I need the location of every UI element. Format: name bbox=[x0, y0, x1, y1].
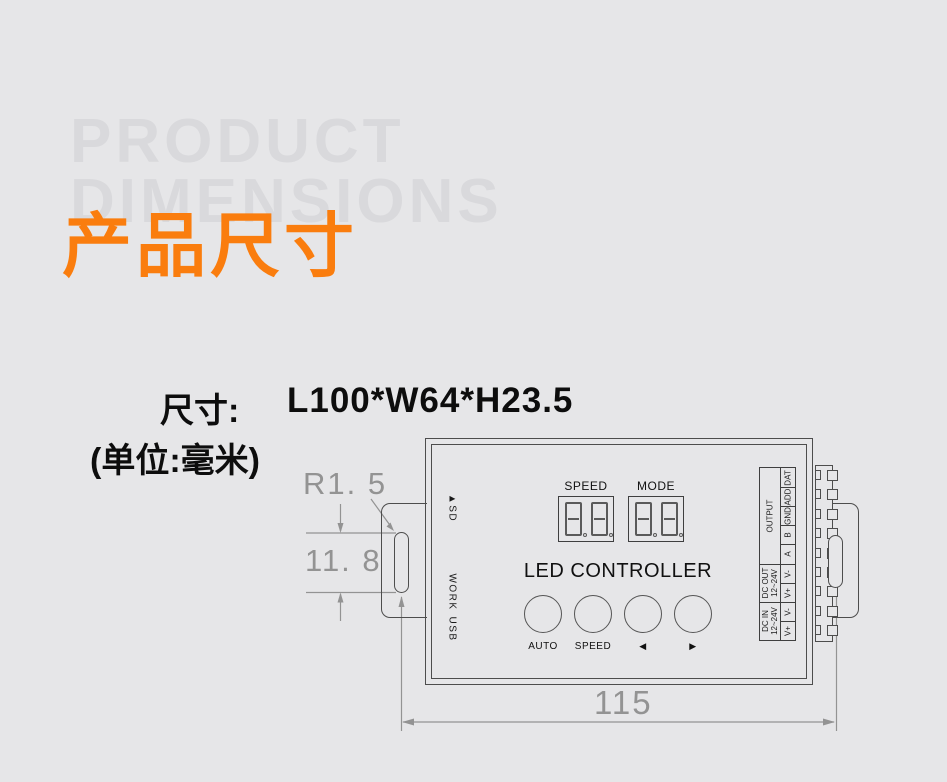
terminal-pin: V- bbox=[781, 563, 795, 583]
mode-display-label: MODE bbox=[637, 479, 675, 493]
unit-note: (单位:毫米) bbox=[90, 442, 260, 480]
watermark-text: PRODUCT DIMENSIONS bbox=[70, 107, 503, 236]
controller-title: LED CONTROLLER bbox=[523, 560, 713, 582]
terminal-screw bbox=[827, 489, 838, 501]
mounting-slot-left bbox=[394, 532, 409, 593]
speed-display-label: SPEED bbox=[564, 479, 608, 493]
terminal-pin: GND bbox=[781, 506, 795, 525]
terminal-group-dc-out: DC OUT 12~24V bbox=[760, 563, 780, 602]
terminal-groups-column: OUTPUT DC OUT 12~24V DC IN 12~24V bbox=[760, 468, 781, 640]
terminal-screw bbox=[827, 625, 838, 637]
terminal-pin: DAT bbox=[783, 469, 793, 486]
terminal-pin: ADD bbox=[781, 487, 795, 506]
speed-button-label: SPEED bbox=[574, 641, 612, 652]
watermark-line1: PRODUCT bbox=[70, 107, 405, 176]
speed-button bbox=[574, 595, 612, 633]
page-title: 产品尺寸 bbox=[62, 207, 358, 285]
usb-port-label-text: USB bbox=[446, 616, 458, 642]
size-value: L100*W64*H23.5 bbox=[287, 381, 574, 420]
terminal-divider-tick bbox=[815, 625, 821, 636]
terminal-pins-column: DAT ADD GND B A V- V+ V- V+ bbox=[781, 468, 795, 640]
prev-button bbox=[624, 595, 662, 633]
terminal-group-voltage: 12~24V bbox=[770, 569, 779, 598]
terminal-divider-tick bbox=[815, 489, 821, 500]
size-label: 尺寸: bbox=[160, 392, 240, 430]
terminal-group-label: OUTPUT bbox=[765, 499, 775, 533]
terminal-divider-tick bbox=[815, 567, 821, 577]
terminal-group-output: OUTPUT bbox=[760, 468, 780, 564]
terminal-screw bbox=[827, 470, 838, 481]
mode-display bbox=[628, 496, 684, 542]
speed-display bbox=[558, 496, 614, 542]
terminal-divider-tick bbox=[815, 547, 821, 558]
next-arrow-icon: ▶ bbox=[689, 641, 697, 651]
sd-slot-label-text: ▲SD bbox=[446, 493, 458, 523]
terminal-divider-tick bbox=[815, 605, 821, 616]
mounting-slot-right bbox=[828, 535, 843, 588]
dim-slot-length-label: 11. 8 bbox=[305, 543, 382, 578]
controller-faceplate bbox=[431, 444, 807, 679]
seven-segment-digit bbox=[565, 502, 582, 536]
terminal-block: OUTPUT DC OUT 12~24V DC IN 12~24V DAT AD… bbox=[759, 467, 796, 641]
decimal-point bbox=[583, 533, 587, 537]
controller-body-outline bbox=[425, 438, 813, 685]
mounting-ear-left bbox=[381, 503, 427, 618]
terminal-pin: V- bbox=[781, 601, 795, 621]
work-led-label-text: WORK bbox=[446, 573, 458, 611]
terminal-group-dc-in: DC IN 12~24V bbox=[760, 601, 780, 640]
watermark-line2: DIMENSIONS bbox=[70, 167, 503, 236]
terminal-group-label: DC IN bbox=[761, 610, 770, 633]
dim-mount-spacing-label: 115 bbox=[594, 684, 653, 721]
terminal-divider-tick bbox=[815, 586, 821, 597]
decimal-point bbox=[679, 533, 683, 537]
seven-segment-digit bbox=[661, 502, 678, 536]
decimal-point bbox=[609, 533, 613, 537]
dim-radius-label: R1. 5 bbox=[303, 466, 388, 501]
terminal-pin: V+ bbox=[781, 620, 795, 640]
terminal-divider-tick bbox=[815, 508, 821, 519]
terminal-pin: A bbox=[781, 544, 795, 563]
terminal-group-voltage: 12~24V bbox=[770, 607, 779, 636]
next-button bbox=[674, 595, 712, 633]
seven-segment-digit bbox=[591, 502, 608, 536]
terminal-group-label: DC OUT bbox=[761, 567, 770, 599]
terminal-pin: B bbox=[781, 525, 795, 544]
auto-button bbox=[524, 595, 562, 633]
mounting-ear-right bbox=[832, 503, 859, 618]
terminal-pin: V+ bbox=[781, 582, 795, 602]
auto-button-label: AUTO bbox=[528, 641, 558, 652]
prev-arrow-icon: ◀ bbox=[639, 641, 647, 651]
seven-segment-digit bbox=[635, 502, 652, 536]
terminal-divider-tick bbox=[815, 528, 821, 539]
decimal-point bbox=[653, 533, 657, 537]
terminal-divider-tick bbox=[815, 470, 821, 480]
